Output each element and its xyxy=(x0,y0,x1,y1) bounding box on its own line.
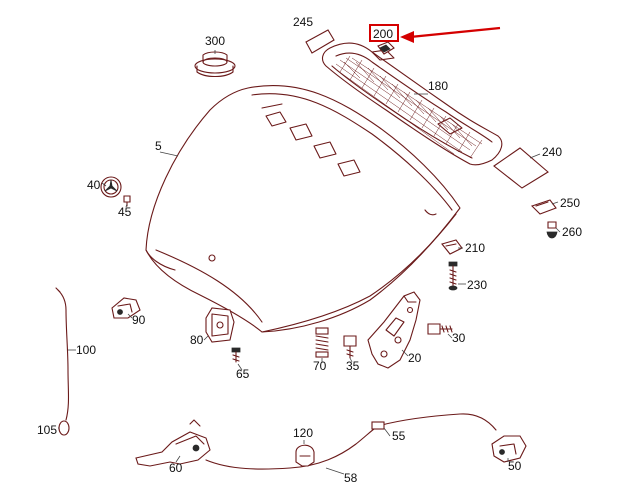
callout-60: 60 xyxy=(169,461,183,475)
bowden-cable-55[interactable] xyxy=(371,413,497,431)
cable-clamp[interactable] xyxy=(295,444,315,467)
callout-65: 65 xyxy=(236,367,250,381)
red-arrow xyxy=(409,26,501,39)
screw-65[interactable] xyxy=(231,347,241,363)
callout-70: 70 xyxy=(313,359,327,373)
bolt-30[interactable] xyxy=(427,323,453,335)
release-cable[interactable] xyxy=(55,287,70,421)
latch-bracket[interactable] xyxy=(205,307,235,343)
callout-120: 120 xyxy=(293,426,313,440)
callout-55: 55 xyxy=(392,429,406,443)
callout-250: 250 xyxy=(560,196,580,210)
highlight-marker xyxy=(369,24,501,43)
hood-lock[interactable] xyxy=(491,435,527,463)
highlight-box xyxy=(369,24,399,42)
safety-catch[interactable] xyxy=(111,297,141,319)
callout-200: 200 xyxy=(373,27,393,41)
emblem-star[interactable] xyxy=(100,176,122,198)
hood-panel[interactable] xyxy=(145,85,461,333)
hood-hinge[interactable] xyxy=(367,291,421,369)
release-handle[interactable] xyxy=(135,419,211,467)
callout-20: 20 xyxy=(408,351,422,365)
callout-50: 50 xyxy=(508,459,522,473)
seal-strip-right[interactable] xyxy=(493,147,549,189)
callout-30: 30 xyxy=(452,331,466,345)
callout-105: 105 xyxy=(37,423,57,437)
bowden-cable-58[interactable] xyxy=(205,425,379,470)
callout-260: 260 xyxy=(562,225,582,239)
screw-260[interactable] xyxy=(546,221,558,239)
callout-90: 90 xyxy=(132,313,146,327)
cable-grommet[interactable] xyxy=(58,420,70,436)
emblem-screw[interactable] xyxy=(123,195,131,207)
grille-mesh xyxy=(333,55,483,159)
callout-180: 180 xyxy=(428,79,448,93)
clip-210[interactable] xyxy=(441,239,463,255)
callout-80: 80 xyxy=(190,333,204,347)
clip-250[interactable] xyxy=(530,199,557,215)
red-arrow-head xyxy=(400,31,414,43)
callout-5: 5 xyxy=(155,139,162,153)
callout-40: 40 xyxy=(87,178,101,192)
callout-labels: 5 20 30 35 40 45 50 55 58 60 65 70 80 90… xyxy=(37,15,582,485)
cowl-grille[interactable] xyxy=(321,42,503,166)
callout-300: 300 xyxy=(205,34,225,48)
leader-lines xyxy=(58,50,561,475)
callout-45: 45 xyxy=(118,205,132,219)
callout-58: 58 xyxy=(344,471,358,485)
bolt-35[interactable] xyxy=(343,335,357,359)
spring-buffer[interactable] xyxy=(315,327,329,358)
callout-210: 210 xyxy=(465,241,485,255)
callout-240: 240 xyxy=(542,145,562,159)
callout-100: 100 xyxy=(76,343,96,357)
screw-230[interactable] xyxy=(448,261,458,291)
seal-strip-left[interactable] xyxy=(305,29,335,54)
plug-cap[interactable] xyxy=(194,51,236,78)
callout-230: 230 xyxy=(467,278,487,292)
retaining-clip[interactable] xyxy=(377,41,395,55)
callout-245: 245 xyxy=(293,15,313,29)
callout-35: 35 xyxy=(346,359,360,373)
